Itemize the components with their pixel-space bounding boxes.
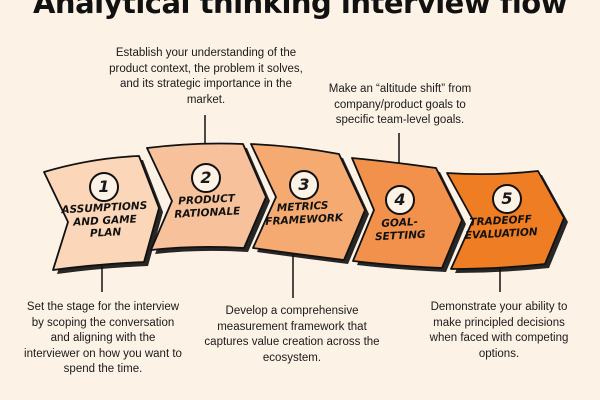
stage-shape-5	[446, 170, 565, 270]
stage-label-1: ASSUMPTIONS AND GAME PLAN	[61, 199, 148, 240]
stage-number-4: 4	[385, 185, 415, 215]
stage-label-3: METRICS FRAMEWORK	[265, 199, 344, 228]
stage-description-1: Set the stage for the interview by scopi…	[24, 301, 182, 375]
stage-label-4: GOAL-SETTING	[374, 216, 426, 243]
stage-shape-3	[250, 143, 366, 261]
stage-label-2: PRODUCT RATIONALE	[174, 192, 241, 221]
stage-description-2: Establish your understanding of the prod…	[109, 47, 303, 106]
stage-description-3: Develop a comprehensive measurement fram…	[204, 305, 380, 364]
stage-label-5: TRADEOFF EVALUATION	[464, 213, 538, 242]
stage-shape-1	[43, 155, 160, 271]
stage-number-2: 2	[191, 163, 221, 193]
stage-description-4: Make an “altitude shift” from company/pr…	[328, 83, 472, 126]
stage-number-5: 5	[492, 184, 522, 214]
stage-number-1: 1	[89, 172, 119, 202]
stage-description-5: Demonstrate your ability to make princip…	[429, 301, 569, 360]
page-title: Analytical thinking interview flow	[32, 0, 568, 20]
stage-number-3: 3	[289, 170, 319, 200]
stage-shape-2	[146, 142, 267, 251]
